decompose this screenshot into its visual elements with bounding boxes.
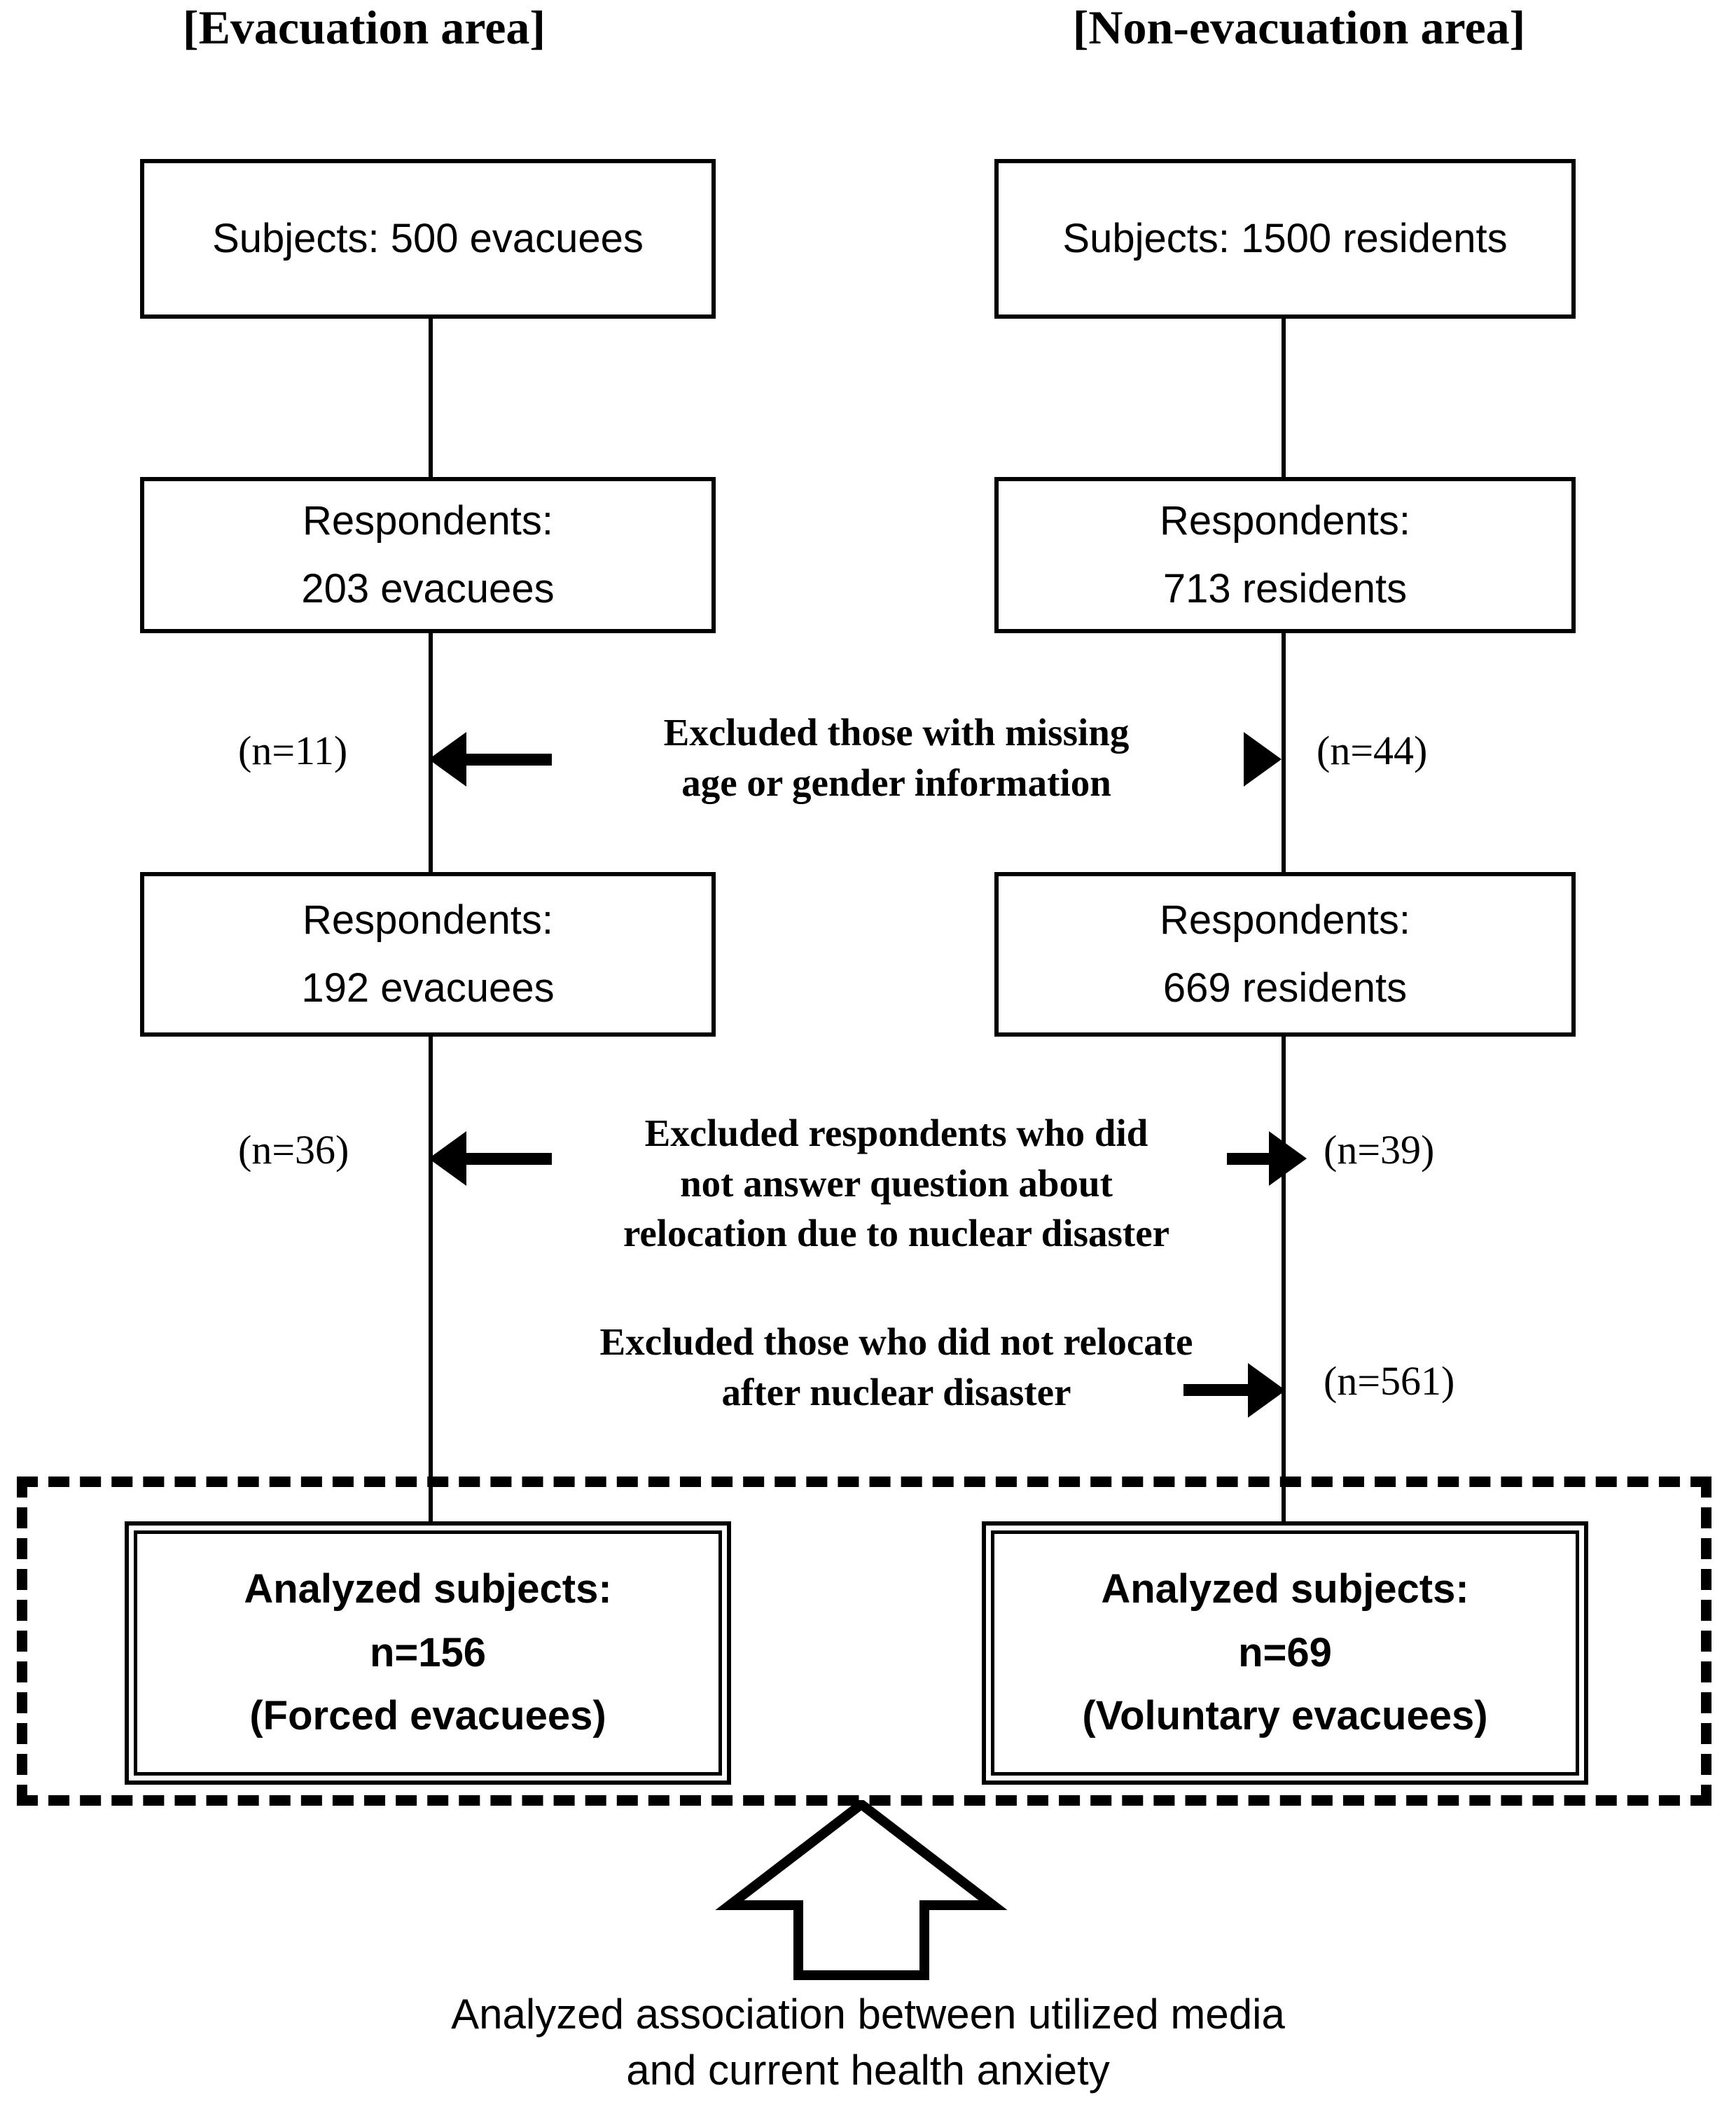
box-line: Analyzed subjects: xyxy=(1101,1565,1469,1612)
arrow-right-shaft-2 xyxy=(1227,1153,1279,1165)
arrow-right-icon-3 xyxy=(1248,1363,1286,1418)
column-header-evacuation: [Evacuation area] xyxy=(182,1,546,54)
column-header-non-evacuation: [Non-evacuation area] xyxy=(1072,1,1526,54)
arrow-left-icon-1 xyxy=(429,732,466,787)
box-line: Subjects: 500 evacuees xyxy=(212,215,644,261)
connector-right-3 xyxy=(1282,1037,1286,1526)
box-line: Respondents: xyxy=(303,497,553,544)
box-non-evacuation-analyzed: Analyzed subjects: n=69 (Voluntary evacu… xyxy=(982,1521,1588,1785)
exclusion-1-left-count: (n=11) xyxy=(238,728,348,773)
box-line: Respondents: xyxy=(1160,497,1410,544)
box-inner-border: Analyzed subjects: n=156 (Forced evacuee… xyxy=(134,1530,722,1776)
connector-right-2 xyxy=(1282,633,1286,872)
exclusion-1-note: Excluded those with missing age or gende… xyxy=(616,707,1176,808)
exclusion-note-line: Excluded those with missing xyxy=(663,711,1130,754)
caption-line-2: and current health anxiety xyxy=(626,2046,1110,2094)
box-evacuation-respondents-2: Respondents: 192 evacuees xyxy=(140,872,716,1037)
exclusion-2-right-count: (n=39) xyxy=(1324,1127,1435,1173)
arrow-left-shaft-1 xyxy=(466,754,552,766)
connector-left-1 xyxy=(429,319,433,477)
box-line: 669 residents xyxy=(1162,964,1408,1011)
exclusion-2-left-count: (n=36) xyxy=(238,1127,349,1173)
arrow-left-icon-2 xyxy=(429,1131,466,1186)
arrow-right-icon-2 xyxy=(1269,1131,1307,1186)
box-line: 713 residents xyxy=(1162,565,1408,611)
box-line: Analyzed subjects: xyxy=(244,1565,612,1612)
exclusion-note-line: Excluded those who did not relocate xyxy=(599,1320,1193,1363)
exclusion-note-line: relocation due to nuclear disaster xyxy=(623,1212,1170,1254)
box-line: n=69 xyxy=(1238,1629,1332,1675)
exclusion-3-right-count: (n=561) xyxy=(1324,1358,1455,1404)
exclusion-2-note: Excluded respondents who did not answer … xyxy=(581,1108,1211,1259)
up-arrow-icon xyxy=(714,1798,1008,1982)
box-line: 203 evacuees xyxy=(301,565,555,611)
box-evacuation-respondents-1: Respondents: 203 evacuees xyxy=(140,477,716,633)
box-line: Respondents: xyxy=(303,897,553,943)
exclusion-3-note: Excluded those who did not relocate afte… xyxy=(518,1317,1275,1417)
box-non-evacuation-respondents-1: Respondents: 713 residents xyxy=(994,477,1576,633)
arrow-left-shaft-2 xyxy=(466,1153,552,1165)
box-line: 192 evacuees xyxy=(301,964,555,1011)
box-line: Respondents: xyxy=(1160,897,1410,943)
arrow-right-shaft-3 xyxy=(1183,1384,1257,1396)
exclusion-note-line: Excluded respondents who did xyxy=(644,1112,1148,1154)
exclusion-1-right-count: (n=44) xyxy=(1317,728,1428,773)
connector-right-1 xyxy=(1282,319,1286,477)
box-line: (Forced evacuees) xyxy=(249,1693,606,1739)
exclusion-note-line: age or gender information xyxy=(681,761,1111,804)
box-non-evacuation-subjects: Subjects: 1500 residents xyxy=(994,159,1576,319)
arrow-right-icon-1 xyxy=(1244,732,1282,787)
box-line: n=156 xyxy=(369,1629,487,1675)
connector-left-3 xyxy=(429,1037,433,1526)
box-inner-border: Analyzed subjects: n=69 (Voluntary evacu… xyxy=(991,1530,1579,1776)
caption-line-1: Analyzed association between utilized me… xyxy=(451,1991,1285,2038)
box-evacuation-analyzed: Analyzed subjects: n=156 (Forced evacuee… xyxy=(125,1521,731,1785)
box-line: (Voluntary evacuees) xyxy=(1082,1693,1488,1739)
box-line: Subjects: 1500 residents xyxy=(1062,215,1508,261)
analysis-caption: Analyzed association between utilized me… xyxy=(0,1986,1736,2098)
box-non-evacuation-respondents-2: Respondents: 669 residents xyxy=(994,872,1576,1037)
exclusion-note-line: after nuclear disaster xyxy=(721,1370,1071,1413)
box-evacuation-subjects: Subjects: 500 evacuees xyxy=(140,159,716,319)
exclusion-note-line: not answer question about xyxy=(680,1161,1113,1205)
